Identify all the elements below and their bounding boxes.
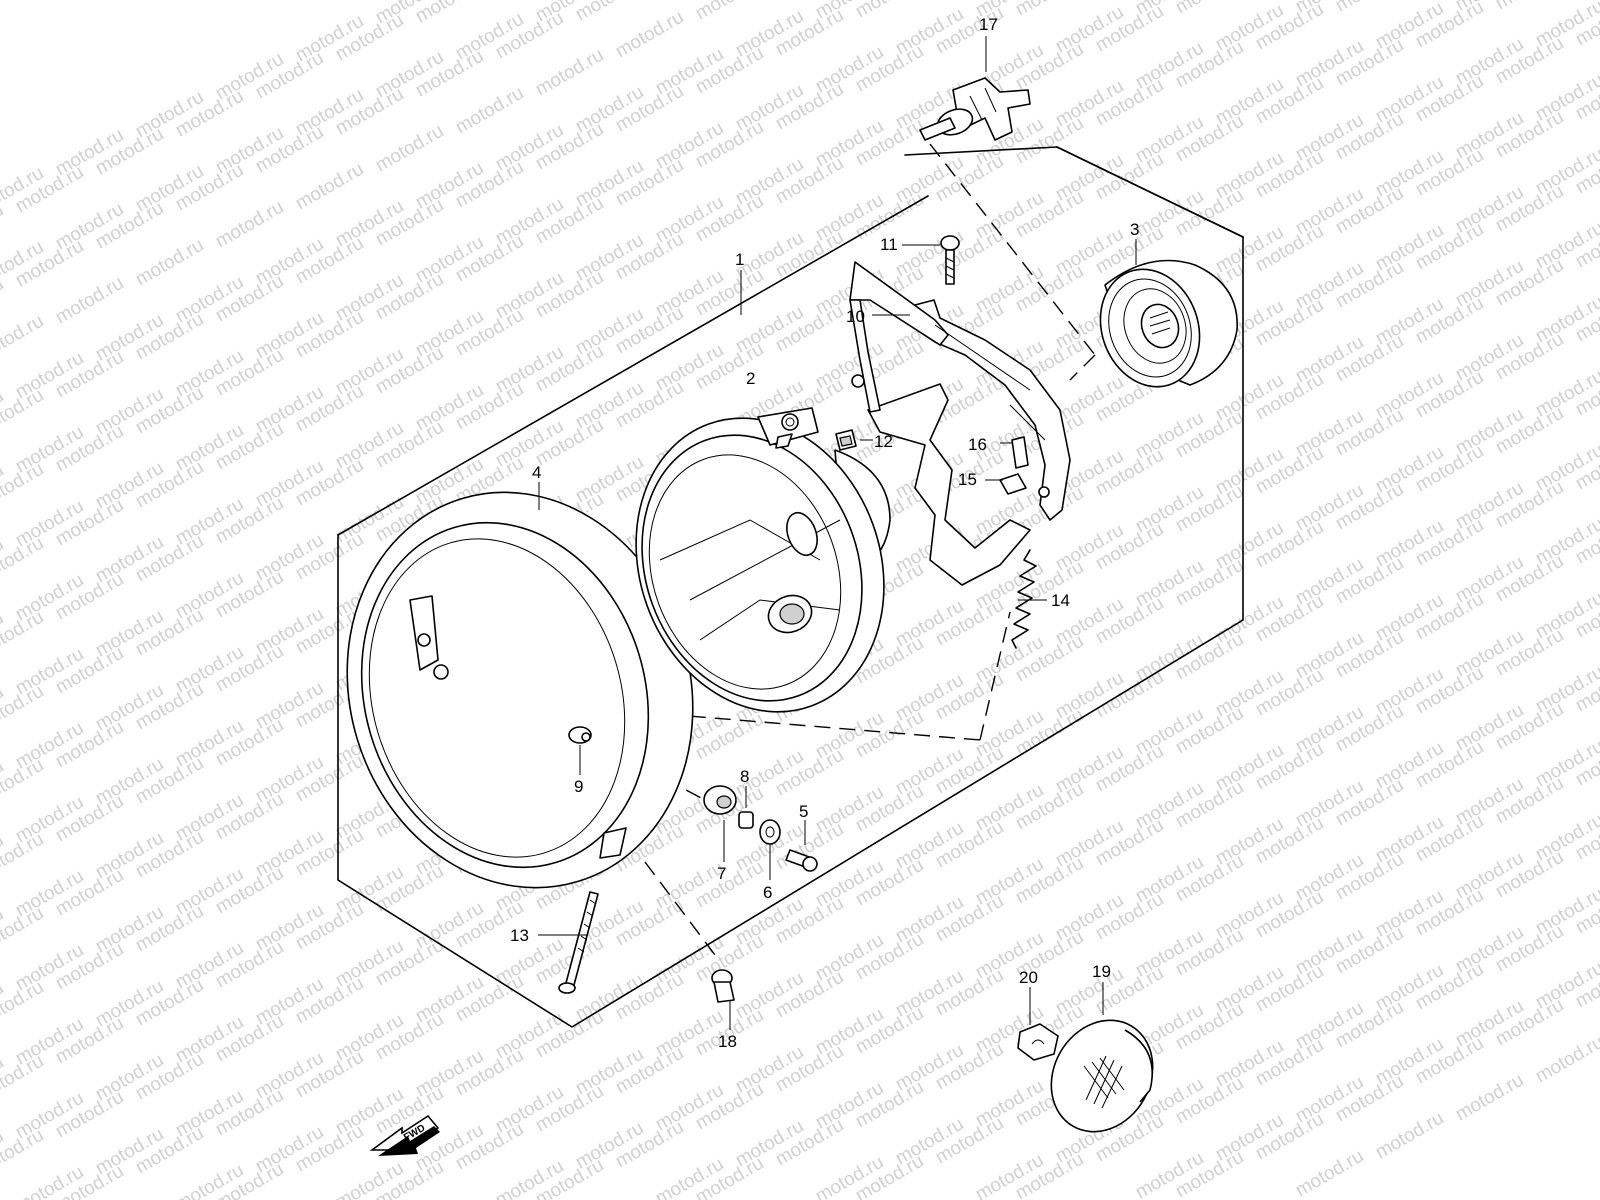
watermark-text: motod.ru: [452, 83, 527, 139]
watermark-text: motod.ru: [0, 533, 47, 589]
watermark-text: motod.ru: [852, 0, 927, 22]
callout-13: 13: [510, 926, 529, 945]
spring-14: [1011, 549, 1037, 649]
watermark-text: motod.ru: [1292, 1146, 1367, 1200]
watermark-text: motod.ru: [412, 0, 487, 27]
rim-clip: [568, 726, 592, 744]
watermark-text: motod.ru: [1452, 1070, 1527, 1126]
callout-3: 3: [1130, 220, 1139, 239]
watermark-text: motod.ru: [0, 755, 47, 811]
watermark-text: motod.ru: [0, 200, 7, 256]
callout-4: 4: [532, 463, 541, 482]
watermark-text: motod.ru: [0, 385, 47, 441]
nut-20: [1017, 1023, 1059, 1061]
callout-8: 8: [740, 767, 749, 786]
clip-15: [999, 473, 1027, 495]
watermark-text: motod.ru: [1492, 0, 1567, 14]
watermark-text: motod.ru: [612, 7, 687, 63]
fwd-arrow-icon: FWD: [369, 1114, 440, 1156]
watermark-text: motod.ru: [1532, 1032, 1600, 1088]
watermark-text: motod.ru: [1332, 0, 1407, 16]
watermark-text: motod.ru: [1172, 0, 1247, 18]
grommet-7: [703, 785, 737, 815]
callouts: 17 1 3 11 10 2 12 16 15 4 14 9 8 5 7 6 1…: [510, 15, 1139, 1051]
callout-18: 18: [718, 1032, 737, 1051]
watermark-text: motod.ru: [0, 829, 47, 885]
callout-17: 17: [979, 15, 998, 34]
screw-5: [785, 849, 818, 872]
screw-11: [940, 235, 960, 285]
watermark-text: motod.ru: [0, 977, 47, 1033]
watermark-text: motod.ru: [1372, 1108, 1447, 1164]
watermark-text: motod.ru: [292, 159, 367, 215]
watermark-text: motod.ru: [532, 45, 607, 101]
watermark-text: motod.ru: [132, 235, 207, 291]
callout-6: 6: [763, 883, 772, 902]
callout-5: 5: [799, 802, 808, 821]
watermark-text: motod.ru: [1012, 0, 1087, 20]
watermark-text: motod.ru: [0, 903, 47, 959]
watermark-text: motod.ru: [0, 274, 7, 330]
callout-14: 14: [1051, 591, 1070, 610]
callout-19: 19: [1092, 962, 1111, 981]
watermark-text: motod.ru: [52, 273, 127, 329]
callout-9: 9: [574, 777, 583, 796]
callout-20: 20: [1019, 968, 1038, 987]
bulb-17: [919, 77, 1031, 141]
headlamp-bracket: [849, 261, 1071, 586]
watermark-text: motod.ru: [372, 121, 447, 177]
watermark-text: motod.ru: [572, 0, 647, 25]
watermark-text: motod.ru: [212, 197, 287, 253]
screw-18: [711, 969, 735, 1003]
headlamp-unit: [635, 407, 891, 713]
watermark-text: motod.ru: [0, 607, 47, 663]
watermark-text: motod.ru: [0, 1125, 47, 1181]
callout-1: 1: [735, 250, 744, 269]
washer-6: [759, 819, 781, 845]
screw-13: [558, 891, 599, 994]
watermark-text: motod.ru: [0, 459, 47, 515]
assembly-outline: [337, 146, 1244, 1028]
collar-8: [738, 811, 754, 829]
headlamp-rim: [346, 491, 694, 889]
leader-lines: [538, 36, 1137, 1030]
callout-12: 12: [874, 432, 893, 451]
cap-19: [1050, 1019, 1154, 1133]
callout-7: 7: [717, 864, 726, 883]
callout-11: 11: [880, 235, 898, 254]
watermark-text: motod.ru: [692, 0, 767, 24]
watermark-text: motod.ru: [0, 1051, 47, 1107]
headlamp-back-cover: [1099, 259, 1238, 388]
callout-10: 10: [846, 307, 865, 326]
pin-16: [1011, 436, 1029, 469]
callout-15: 15: [958, 470, 977, 489]
callout-2: 2: [746, 369, 755, 388]
callout-16: 16: [968, 435, 987, 454]
nut-12: [835, 429, 857, 451]
watermark-text: motod.ru: [0, 681, 47, 737]
watermark-text: motod.ru: [0, 311, 47, 367]
